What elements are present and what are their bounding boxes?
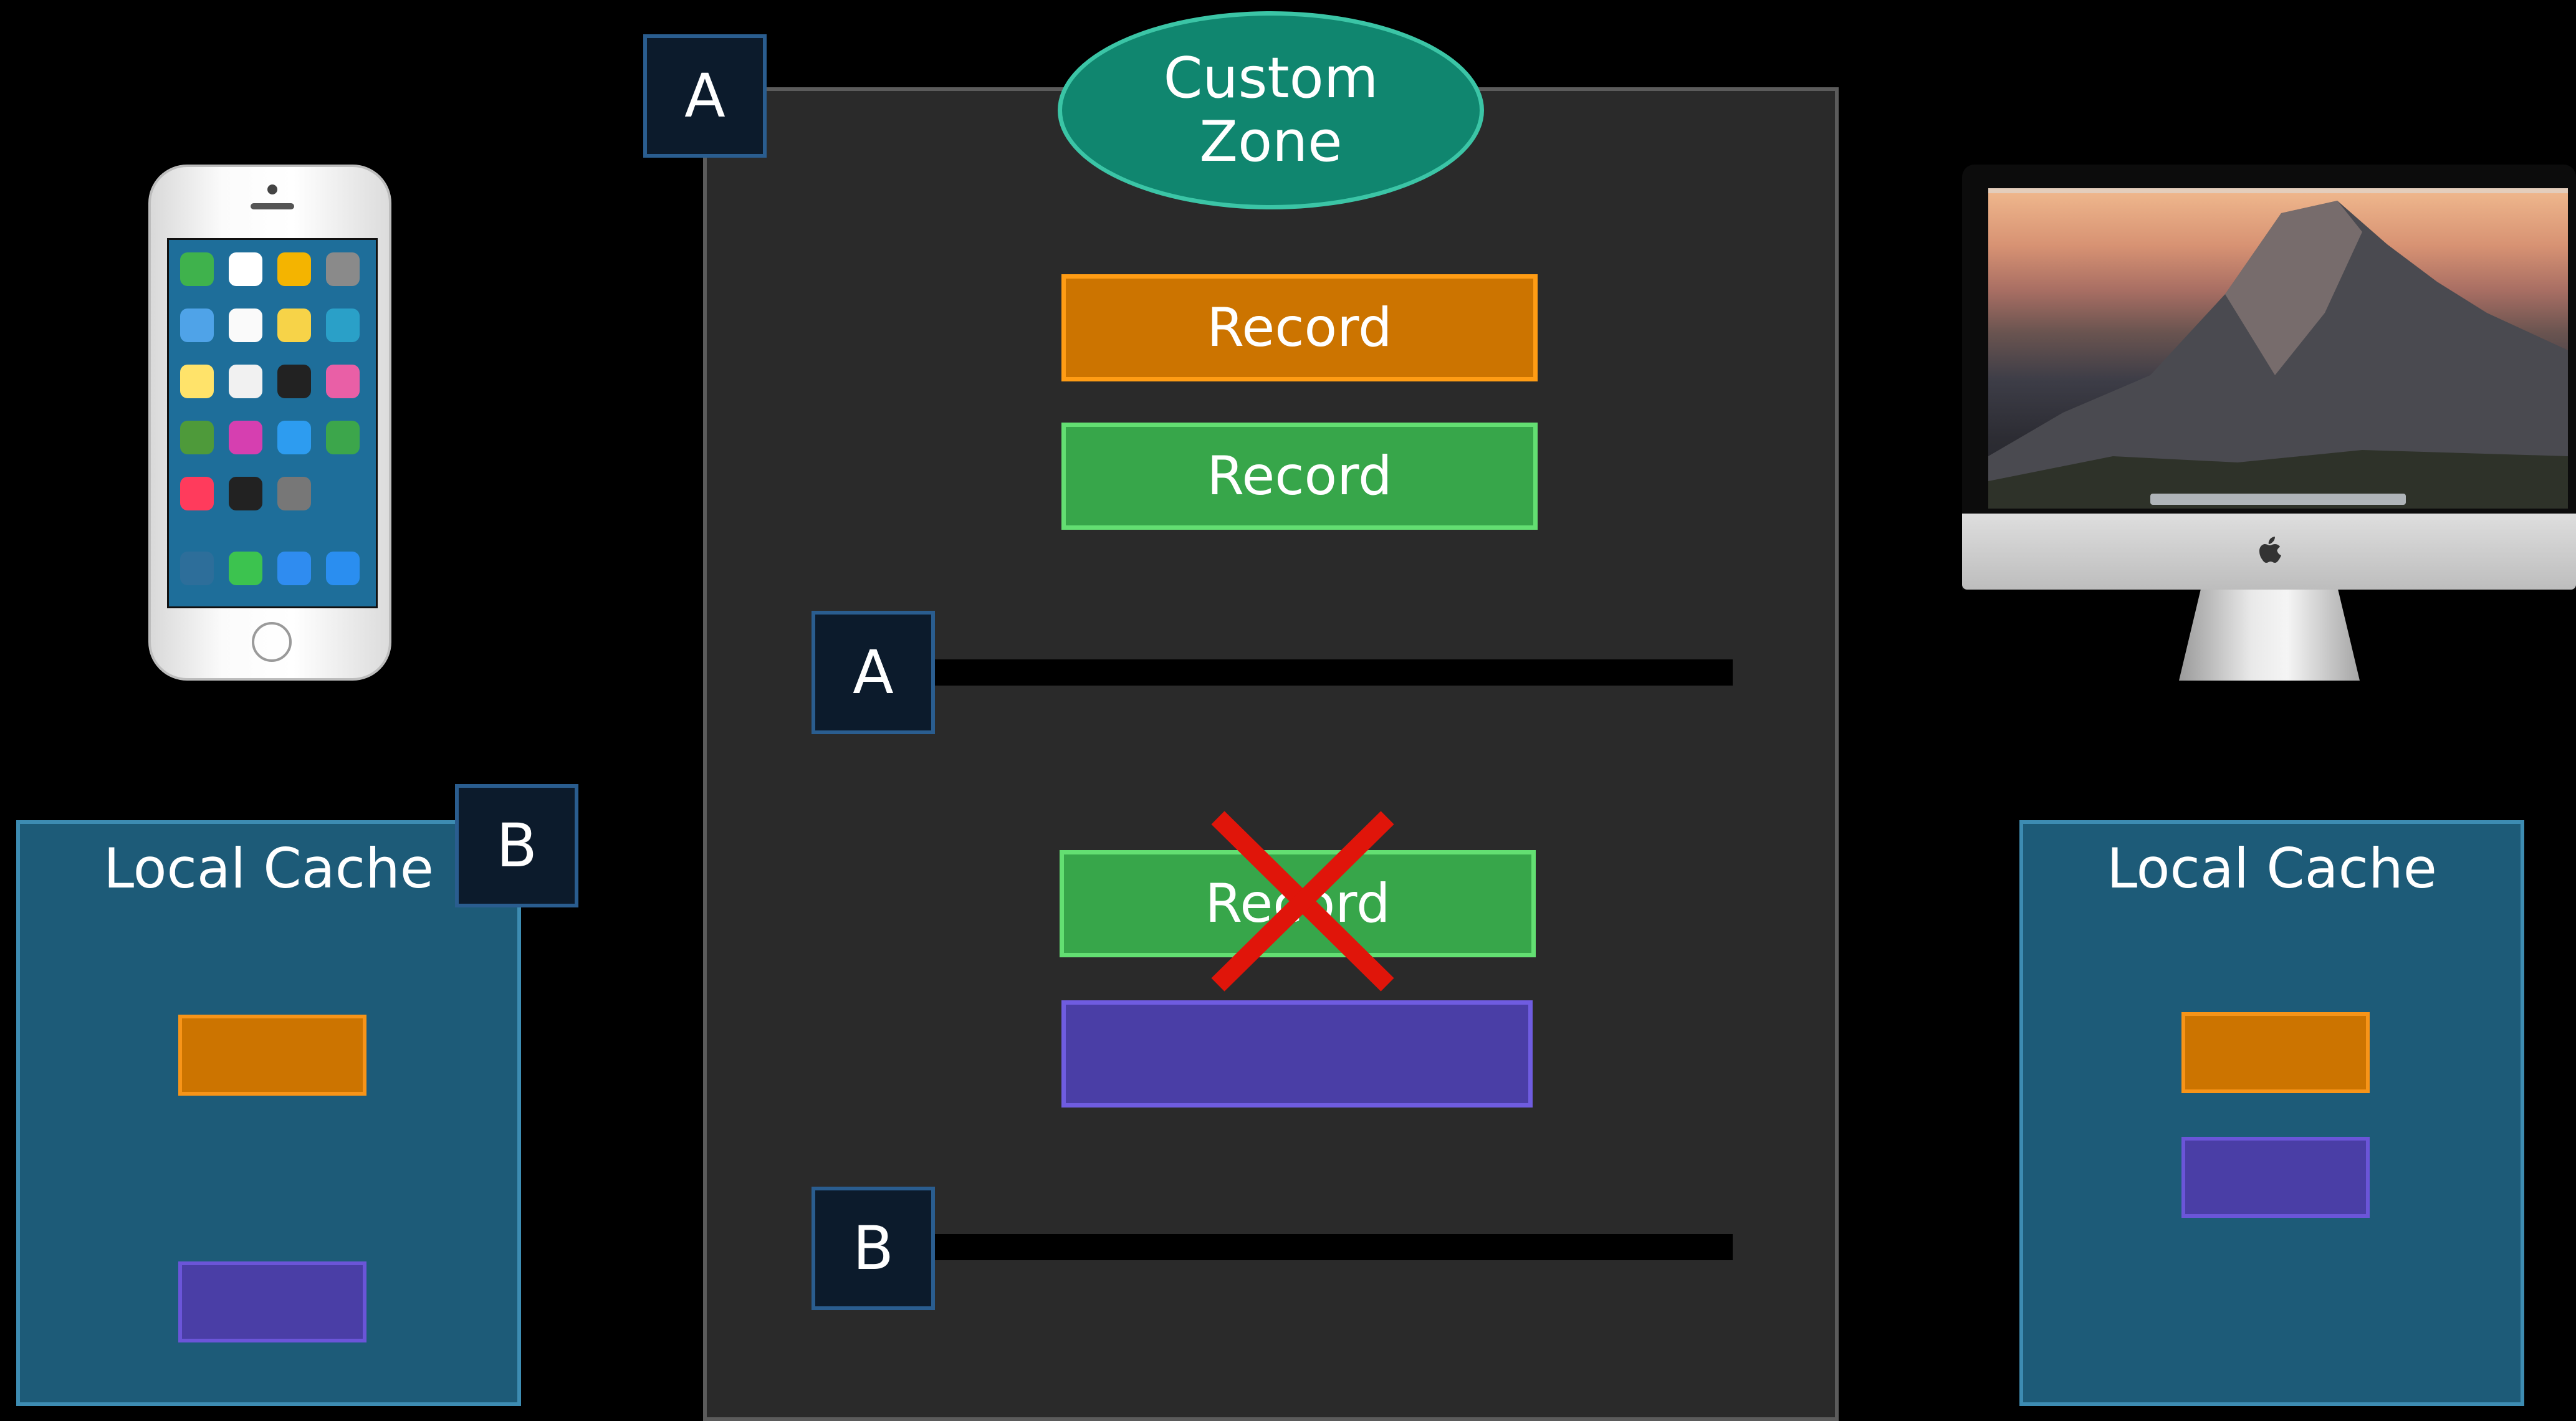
delete-x-icon <box>1211 811 1394 992</box>
timeline-badge-a-label: A <box>853 638 894 707</box>
app-icon <box>180 309 214 342</box>
app-icon <box>277 309 311 342</box>
cache-chip-purple <box>178 1261 366 1342</box>
imac-display <box>1962 165 2576 590</box>
local-cache-right: Local Cache <box>2019 820 2524 1406</box>
app-icon <box>180 252 214 286</box>
iphone-screen <box>167 238 378 608</box>
app-icon <box>326 365 360 398</box>
cache-chip-orange <box>2181 1012 2370 1093</box>
imac-screen <box>1988 188 2568 509</box>
zone-title-line1: Custom <box>1163 45 1379 111</box>
cache-chip-orange <box>178 1015 366 1096</box>
app-icon <box>277 365 311 398</box>
imac-chin <box>1962 514 2576 590</box>
cache-badge-b: B <box>455 784 578 907</box>
iphone-device-icon <box>148 165 391 681</box>
iphone-camera <box>267 184 277 194</box>
app-icon <box>229 552 262 585</box>
timeline-bar-b <box>929 1234 1733 1260</box>
iphone-home-button <box>252 622 292 662</box>
app-icon <box>326 552 360 585</box>
imac-device-icon <box>1962 165 2576 681</box>
local-cache-right-title: Local Cache <box>2107 836 2437 901</box>
app-icon <box>277 552 311 585</box>
app-icon <box>180 552 214 585</box>
record-label: Record <box>1207 445 1392 507</box>
app-icon <box>326 421 360 454</box>
timeline-bar-a <box>929 659 1733 686</box>
cache-chip-purple <box>2181 1137 2370 1218</box>
app-icon <box>229 477 262 510</box>
timeline-badge-b-label: B <box>853 1213 894 1283</box>
timeline-badge-a: A <box>812 611 935 734</box>
app-icon <box>229 309 262 342</box>
app-icon <box>180 477 214 510</box>
record-orange: Record <box>1061 274 1538 381</box>
iphone-speaker <box>251 203 294 209</box>
app-icon <box>180 365 214 398</box>
apple-logo-icon <box>2259 537 2281 563</box>
record-label: Record <box>1207 297 1392 359</box>
timeline-badge-b: B <box>812 1187 935 1310</box>
zone-badge-a: A <box>643 34 767 158</box>
app-icon <box>326 252 360 286</box>
local-cache-left-title: Local Cache <box>103 836 434 901</box>
app-icon <box>229 252 262 286</box>
zone-badge-a-label: A <box>684 61 725 131</box>
record-green: Record <box>1061 423 1538 530</box>
record-purple <box>1061 1000 1533 1108</box>
app-icon <box>277 477 311 510</box>
app-icon <box>229 365 262 398</box>
app-icon <box>229 421 262 454</box>
imac-stand <box>2179 590 2360 681</box>
cache-badge-b-label: B <box>496 811 537 881</box>
zone-title-line2: Zone <box>1199 109 1343 175</box>
app-icon <box>277 421 311 454</box>
custom-zone-label: Custom Zone <box>1058 11 1484 209</box>
app-icon <box>180 421 214 454</box>
app-icon <box>277 252 311 286</box>
local-cache-left: Local Cache <box>16 820 521 1406</box>
app-icon <box>326 309 360 342</box>
